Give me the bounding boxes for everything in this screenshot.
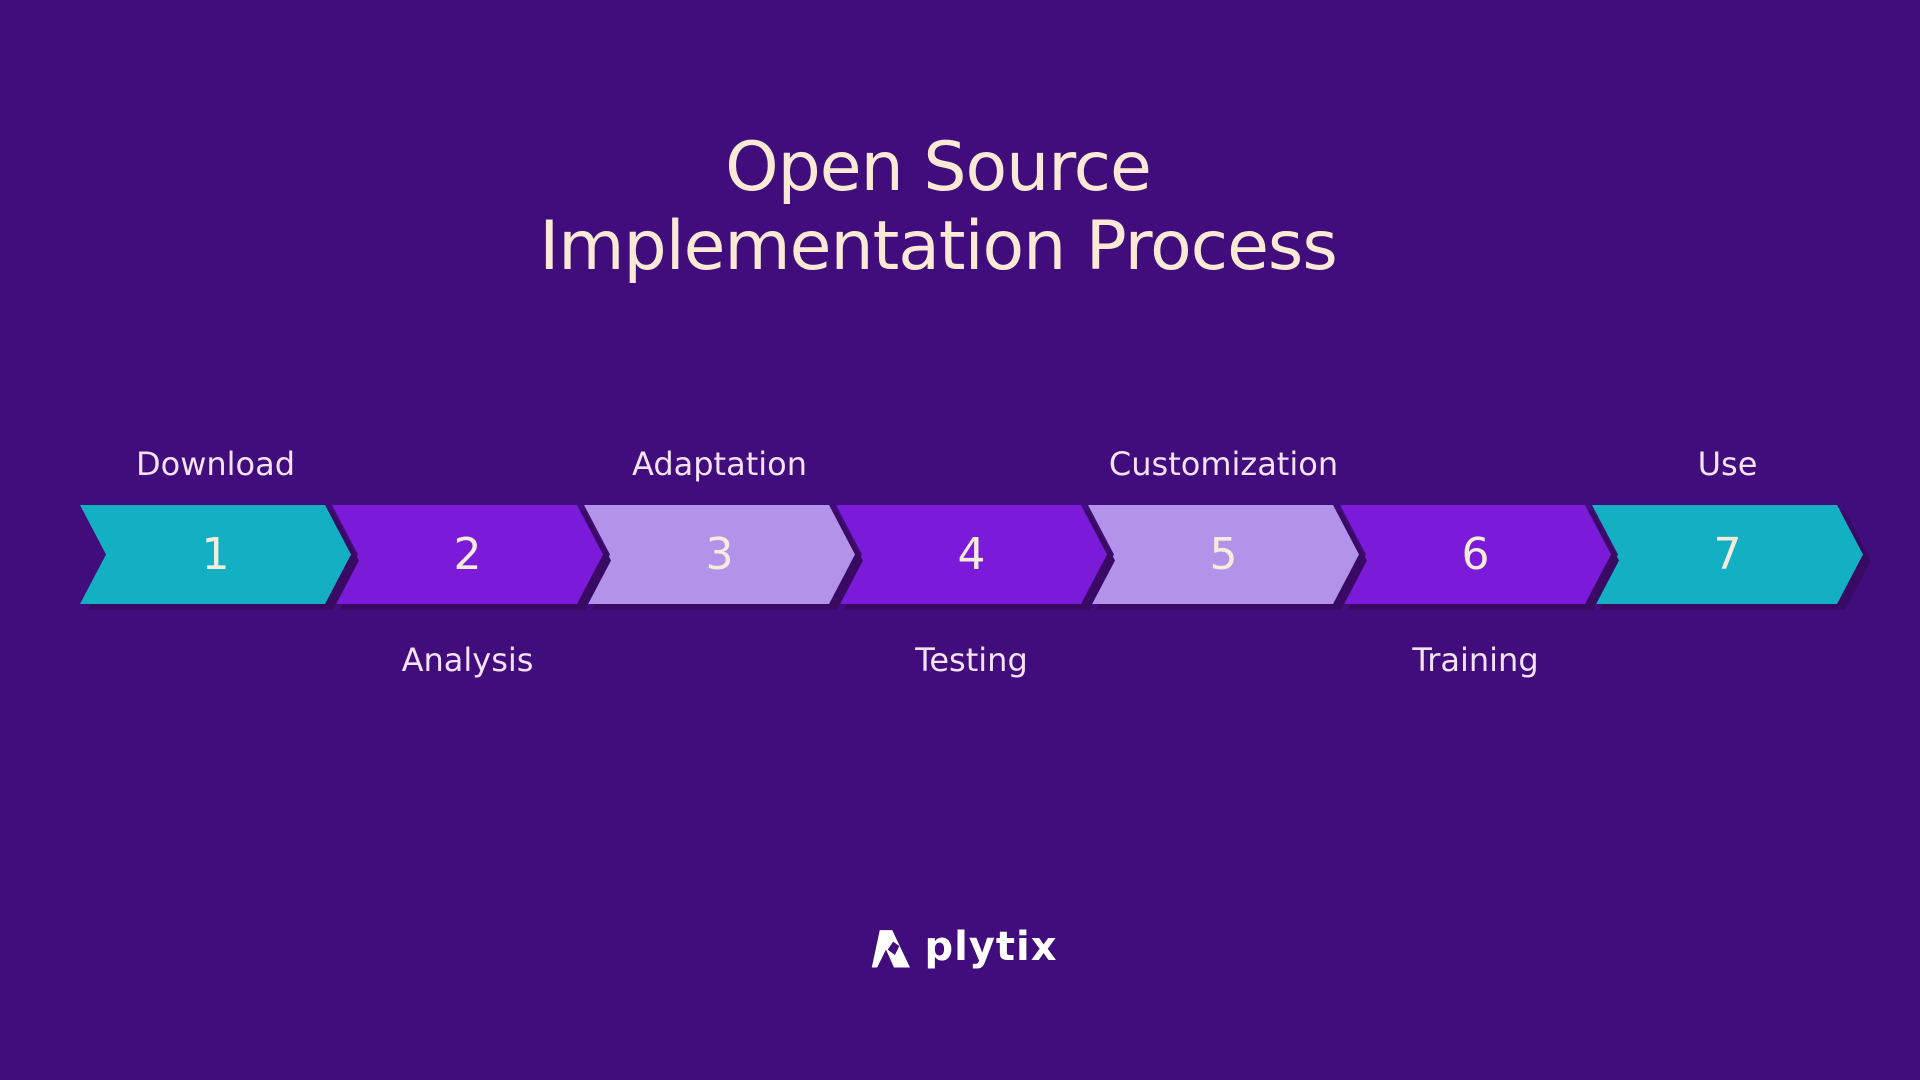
process-step-6: Training 6 — [1340, 505, 1611, 679]
step-label: Analysis — [401, 641, 534, 679]
step-label: Training — [1412, 641, 1539, 679]
step-arrow-chevron: 5 — [1088, 505, 1359, 604]
step-number: 1 — [201, 529, 230, 580]
step-arrow-shadow: 3 — [584, 505, 855, 604]
process-step-7: Use 7 — [1592, 445, 1863, 604]
step-arrow-chevron: 1 — [80, 505, 351, 604]
process-step-5: Customization 5 — [1088, 445, 1359, 604]
step-number: 7 — [1713, 529, 1742, 580]
step-arrow-chevron: 7 — [1592, 505, 1863, 604]
step-arrow-shadow: 4 — [836, 505, 1107, 604]
step-arrow-shadow: 7 — [1592, 505, 1863, 604]
step-arrow-chevron: 3 — [584, 505, 855, 604]
page-title: Open Source Implementation Process — [0, 128, 1876, 286]
step-arrow-chevron: 2 — [332, 505, 603, 604]
step-label: Download — [135, 445, 296, 483]
process-step-4: Testing 4 — [836, 505, 1107, 679]
plytix-logo-icon — [872, 930, 911, 968]
step-number: 3 — [705, 529, 734, 580]
step-arrow-shadow: 5 — [1088, 505, 1359, 604]
step-arrow-shadow: 6 — [1340, 505, 1611, 604]
step-arrow-chevron: 6 — [1340, 505, 1611, 604]
brand-name: plytix — [924, 924, 1058, 970]
process-step-2: Analysis 2 — [332, 505, 603, 679]
step-label: Customization — [1108, 445, 1339, 483]
step-arrow-shadow: 2 — [332, 505, 603, 604]
step-label: Adaptation — [631, 445, 807, 483]
step-number: 2 — [453, 529, 482, 580]
brand-logo: plytix — [0, 924, 1920, 970]
step-arrow-shadow: 1 — [80, 505, 351, 604]
process-step-3: Adaptation 3 — [584, 445, 855, 604]
step-number: 6 — [1461, 529, 1490, 580]
step-number: 4 — [957, 529, 986, 580]
step-arrow-chevron: 4 — [836, 505, 1107, 604]
step-label: Use — [1697, 445, 1758, 483]
title-line-2: Implementation Process — [539, 207, 1338, 286]
title-line-1: Open Source — [725, 128, 1152, 207]
step-number: 5 — [1209, 529, 1238, 580]
process-step-1: Download 1 — [80, 445, 351, 604]
step-label: Testing — [915, 641, 1028, 679]
